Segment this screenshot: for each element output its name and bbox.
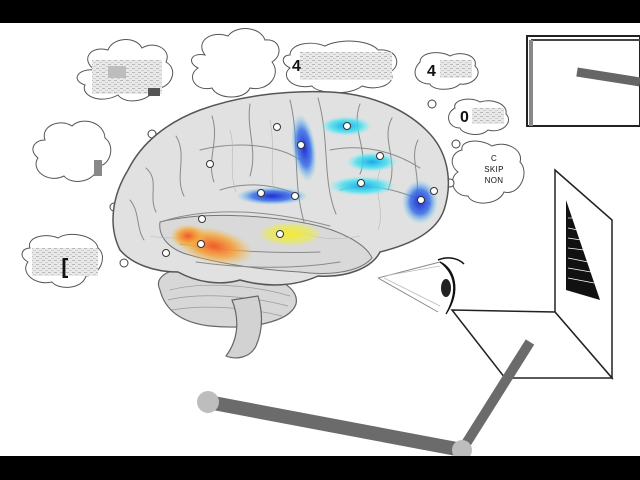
thought-bubble-0 bbox=[448, 98, 510, 135]
bubble-choice-text: C SKIP NON bbox=[476, 153, 512, 186]
thought-bubble-4-right bbox=[414, 52, 479, 90]
thought-bubble-4-center bbox=[282, 40, 398, 94]
choice-line-skip: SKIP bbox=[484, 165, 504, 174]
monitor-panel bbox=[526, 35, 640, 127]
activation-cyan-mid bbox=[346, 152, 398, 172]
activation-blue-mid bbox=[236, 187, 308, 205]
thought-bubble-topleft bbox=[76, 39, 174, 102]
activation-yellow bbox=[258, 222, 322, 246]
scene-illustration bbox=[21, 28, 640, 456]
thought-bubble-top bbox=[191, 28, 280, 98]
bubble-number-4-center: 4 bbox=[292, 58, 301, 75]
electrode-dots bbox=[162, 122, 438, 257]
bubble-number-0: 0 bbox=[460, 109, 469, 126]
activation-blue-central bbox=[291, 114, 317, 182]
thought-bubble-choice bbox=[451, 140, 525, 204]
activation-blobs bbox=[170, 114, 438, 266]
choice-line-non: NON bbox=[484, 176, 504, 185]
letterbox-top bbox=[0, 0, 640, 23]
robot-arm bbox=[197, 339, 535, 456]
scene-canvas: 4 4 0 C SKIP NON [ bbox=[0, 23, 640, 456]
bubble-number-4-right: 4 bbox=[427, 63, 436, 80]
activation-orange-2 bbox=[170, 224, 206, 248]
thought-bubble-left bbox=[32, 120, 112, 182]
choice-line-c: C bbox=[490, 154, 498, 163]
brain bbox=[112, 90, 450, 359]
eye-icon bbox=[377, 257, 465, 315]
thought-bubble-bracket bbox=[21, 233, 103, 288]
bubble-bracket-glyph: [ bbox=[58, 256, 72, 281]
letterbox-bottom bbox=[0, 456, 640, 480]
